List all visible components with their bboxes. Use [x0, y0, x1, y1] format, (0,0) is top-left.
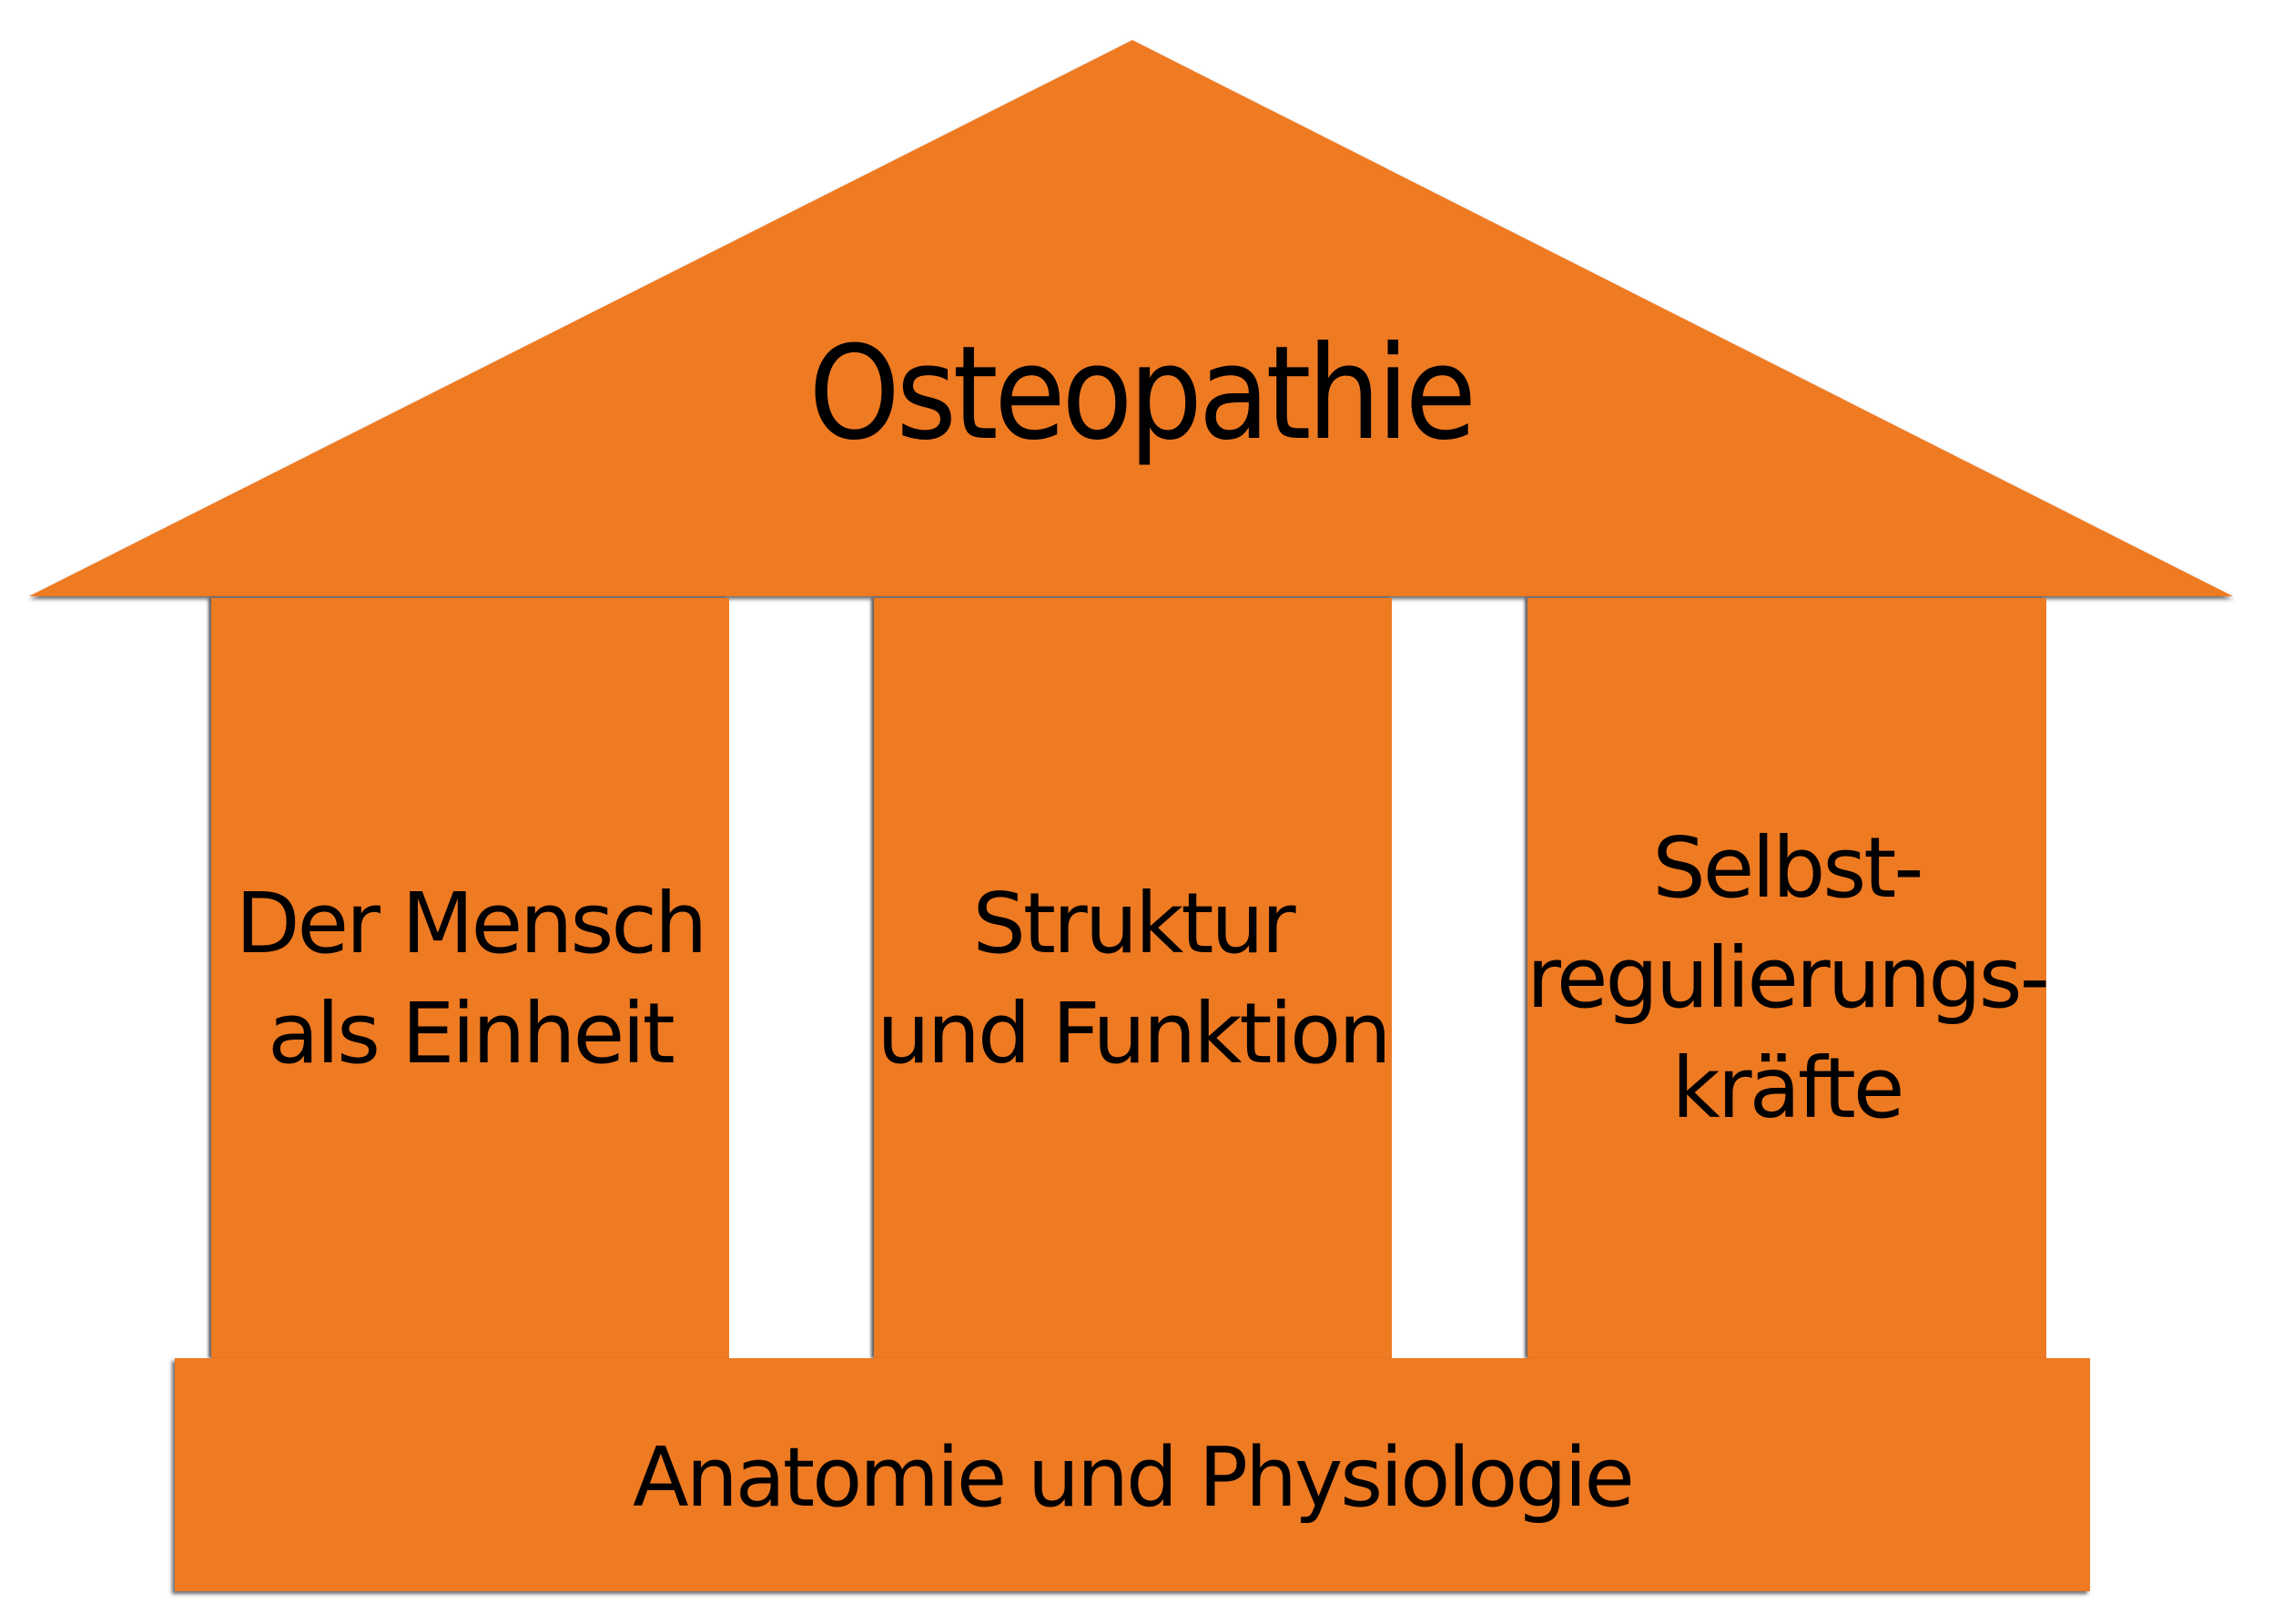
pillar-label-line: Struktur: [972, 874, 1295, 972]
pillar-label: Der Mensch als Einheit: [235, 868, 708, 1089]
pillar-label-line: kräfte: [1671, 1040, 1905, 1137]
pillar-label-line: Der Mensch: [235, 874, 708, 972]
foundation-block: Anatomie und Physiologie: [175, 1358, 2090, 1591]
foundation-label: Anatomie und Physiologie: [633, 1429, 1635, 1526]
roof-triangle: [29, 40, 2233, 596]
pillar-label-line: regulierungs-: [1527, 929, 2050, 1027]
pillar-label-line: als Einheit: [268, 984, 675, 1082]
roof-title: Osteopathie: [808, 319, 1476, 469]
pillar-label: Selbst- regulierungs- kräfte: [1527, 813, 2050, 1143]
pillar-label-line: und Funktion: [877, 984, 1391, 1082]
pillar-label-line: Selbst-: [1652, 819, 1923, 917]
pillar-struktur-und-funktion: Struktur und Funktion: [874, 598, 1392, 1358]
pillar-der-mensch-als-einheit: Der Mensch als Einheit: [211, 598, 729, 1358]
pillar-selbstregulierungskraefte: Selbst- regulierungs- kräfte: [1527, 598, 2050, 1358]
pillar-label: Struktur und Funktion: [877, 868, 1391, 1089]
